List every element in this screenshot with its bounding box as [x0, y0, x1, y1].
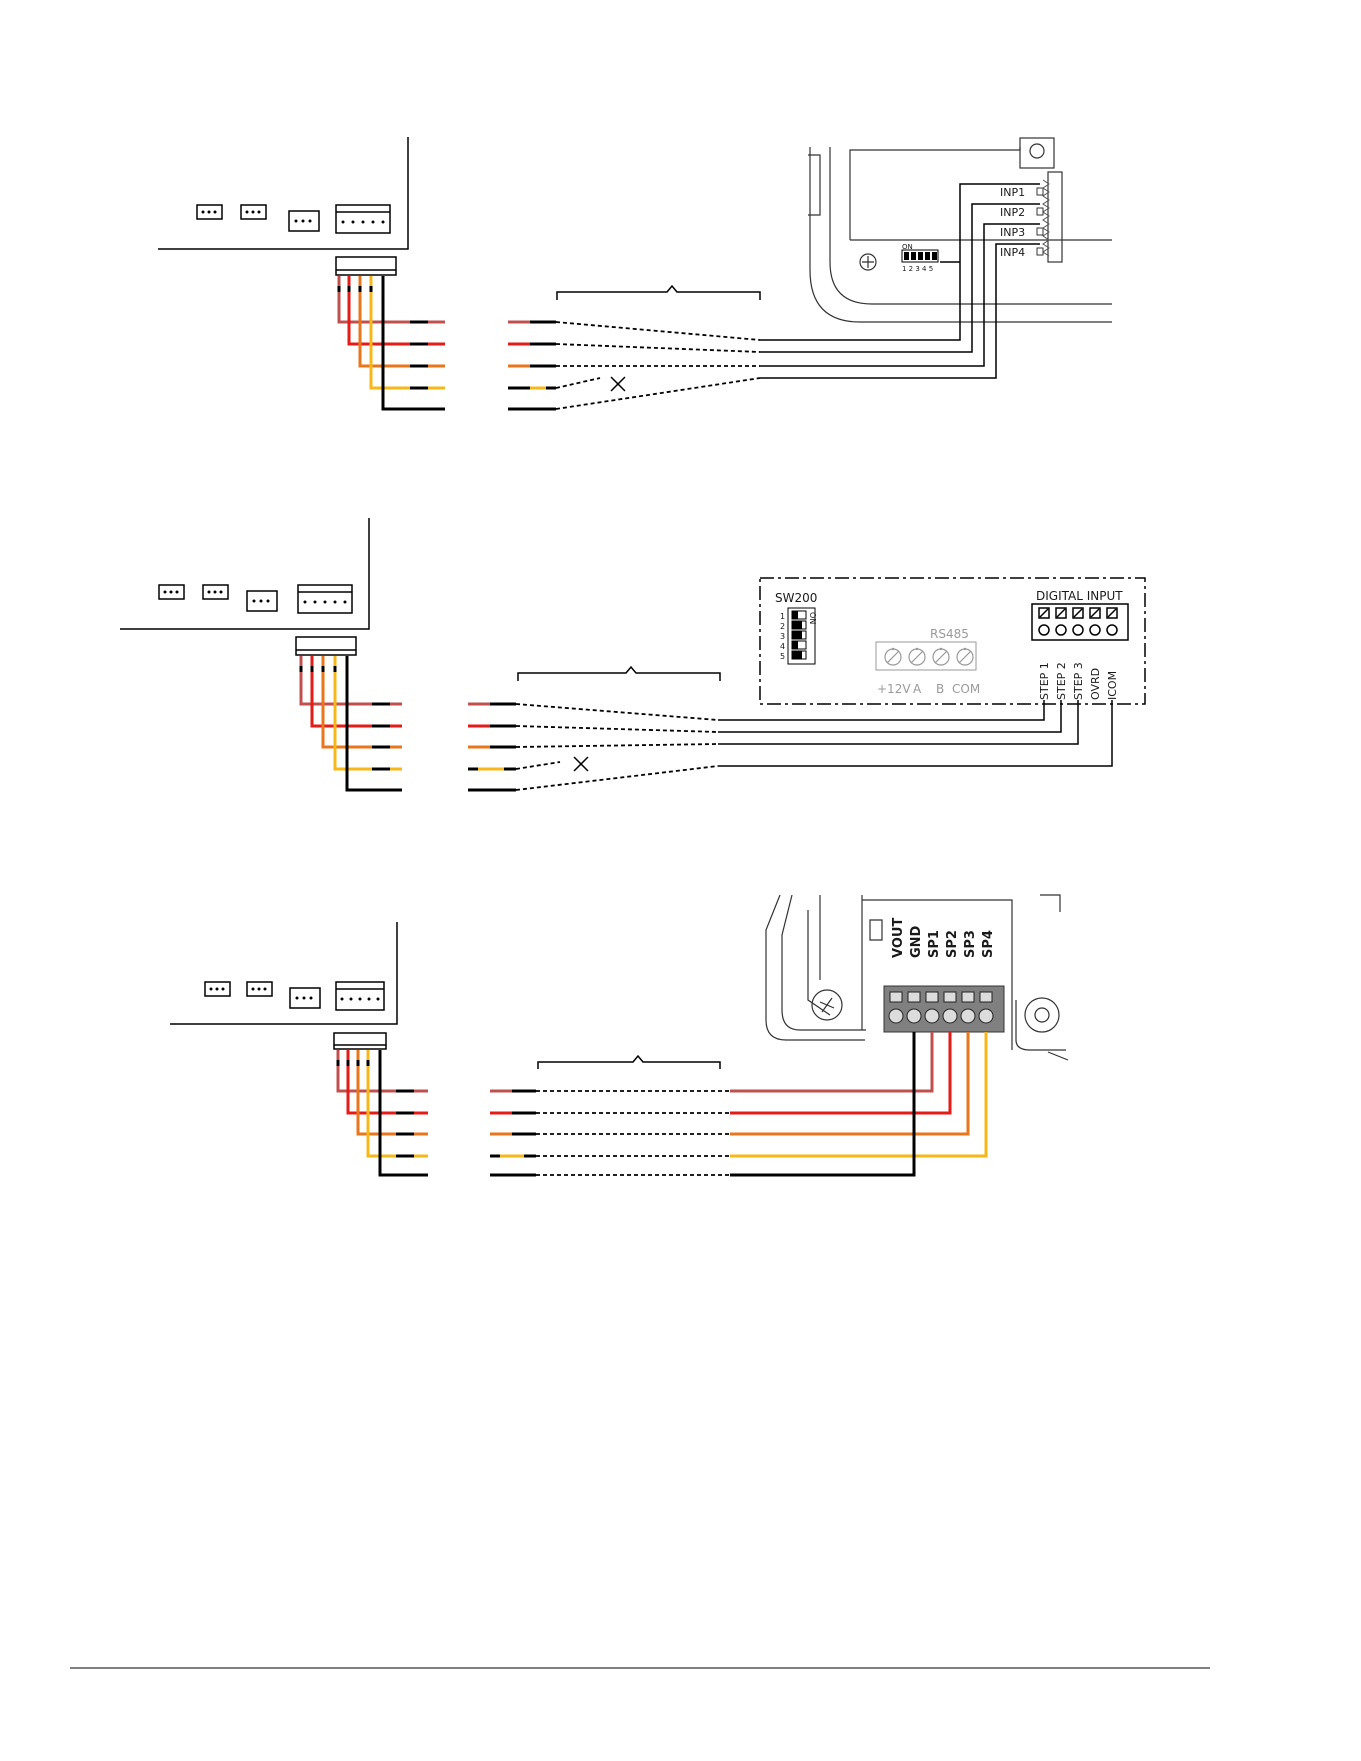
wire-stubs-1 [508, 322, 556, 409]
terminal-vout: VOUT [891, 918, 906, 958]
rs485-term-b: B [936, 682, 944, 696]
sw200-num-3: 3 [780, 632, 785, 641]
wire-stubs-3 [490, 1091, 536, 1175]
digital-term-icom: ICOM [1106, 671, 1119, 700]
controller-3 [766, 895, 1068, 1060]
wire-harness-1 [339, 276, 445, 409]
sw200-num-2: 2 [780, 622, 785, 631]
digital-input-block: DIGITAL INPUT STEP 1 STEP 2 STEP 3 OVRD … [1032, 589, 1128, 700]
digital-term-step3: STEP 3 [1072, 662, 1085, 700]
terminal-sp1: SP1 [927, 930, 942, 958]
digital-input-label: DIGITAL INPUT [1036, 589, 1123, 603]
rs485-label: RS485 [930, 627, 969, 641]
rs485-term-a: A [913, 682, 922, 696]
unused-wire-mark-2 [574, 757, 588, 771]
sw200-switch: ON 1 2 3 4 5 [780, 608, 817, 664]
digital-term-ovrd: OVRD [1089, 668, 1102, 700]
terminal-gnd: GND [909, 925, 924, 958]
rs485-term-com: COM [952, 682, 980, 696]
terminal-sp2: SP2 [945, 930, 960, 958]
cable-brace-2 [518, 667, 720, 681]
controller-wiring-2 [718, 700, 1112, 766]
cable-brace-1 [557, 286, 760, 300]
wire-harness-2 [301, 656, 402, 790]
diagram-2: SW200 ON 1 2 3 4 5 RS485 [120, 518, 1145, 790]
controller-wiring-1 [760, 184, 1040, 378]
terminal-block-3: VOUT GND SP1 SP2 SP3 SP4 [884, 918, 1004, 1032]
terminal-sp3: SP3 [963, 930, 978, 958]
wire-stubs-2 [468, 704, 516, 790]
sw200-num-4: 4 [780, 642, 785, 651]
field-wiring-1 [556, 322, 760, 409]
rs485-block: RS485 +12V A B COM [876, 627, 980, 696]
digital-term-step1: STEP 1 [1038, 662, 1051, 700]
terminal-sp4: SP4 [981, 930, 996, 958]
digital-term-step2: STEP 2 [1055, 662, 1068, 700]
sw200-num-5: 5 [780, 652, 785, 661]
controller-wiring-3 [730, 1032, 986, 1175]
dip-numbers-label: 1 2 3 4 5 [902, 265, 933, 273]
inp4-label: INP4 [1000, 246, 1025, 259]
wire-harness-3 [338, 1050, 428, 1175]
sw200-label: SW200 [775, 591, 817, 605]
field-wiring-2 [516, 704, 718, 790]
dip-switch-1: ON 1 2 3 4 5 [902, 243, 938, 273]
diagram-1: ON 1 2 3 4 5 INP1 INP2 INP3 INP4 [158, 137, 1112, 409]
diagram-3: VOUT GND SP1 SP2 SP3 SP4 [170, 895, 1068, 1175]
input-terminals-1: INP1 INP2 INP3 INP4 [1000, 180, 1049, 259]
dip-on-label: ON [902, 243, 913, 251]
unit-housing-2 [120, 518, 369, 655]
unit-housing-3 [170, 922, 397, 1049]
rs485-term-12v: +12V [877, 682, 911, 696]
field-wiring-3 [536, 1091, 730, 1175]
unused-wire-mark-1 [611, 377, 625, 391]
inp3-label: INP3 [1000, 226, 1025, 239]
unit-housing-1 [158, 137, 408, 275]
inp1-label: INP1 [1000, 186, 1025, 199]
sw200-num-1: 1 [780, 612, 785, 621]
cable-brace-3 [538, 1056, 720, 1069]
sw200-on-label: ON [808, 612, 817, 624]
inp2-label: INP2 [1000, 206, 1025, 219]
